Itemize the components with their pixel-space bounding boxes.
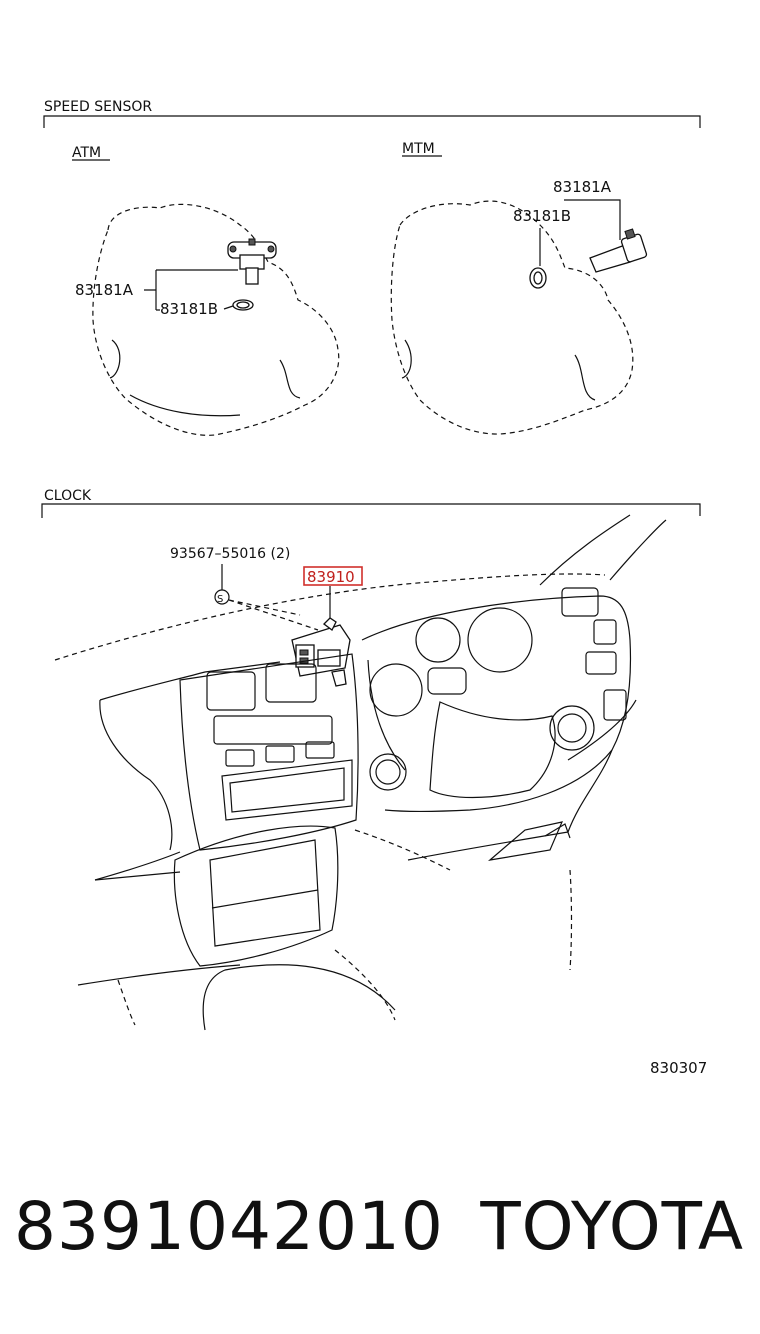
speed-sensor-heading: SPEED SENSOR — [44, 99, 152, 115]
clock-section: CLOCK 93567–55016 (2) S 83910 — [41, 488, 707, 1077]
atm-callout-a: 83181A — [75, 281, 134, 299]
mtm-transmission-drawing — [390, 200, 648, 435]
illustration-code: 830307 — [650, 1059, 707, 1077]
clock-part-drawing — [291, 617, 351, 687]
screw-callout: 93567–55016 (2) — [170, 546, 290, 562]
clock-part-callout: 83910 — [307, 568, 355, 586]
screw-symbol-icon — [214, 589, 230, 605]
atm-callout-b: 83181B — [160, 300, 218, 318]
mtm-heading: MTM — [402, 141, 435, 157]
footer: 8391042010 TOYOTA — [0, 1188, 760, 1278]
dashboard-drawing — [54, 514, 667, 1031]
atm-transmission-drawing — [92, 203, 340, 436]
speed-sensor-bracket — [43, 115, 701, 128]
screw-symbol-label: S — [217, 594, 223, 605]
speed-sensor-section: SPEED SENSOR ATM 83181A 83181B MTM — [43, 99, 701, 436]
parts-diagram: SPEED SENSOR ATM 83181A 83181B MTM — [41, 99, 707, 1077]
clock-heading: CLOCK — [44, 488, 92, 504]
clock-part-highlight-box — [303, 566, 363, 586]
part-number: 8391042010 — [14, 1188, 444, 1265]
brand-name: TOYOTA — [480, 1188, 744, 1265]
mtm-callout-a: 83181A — [553, 178, 612, 196]
atm-heading: ATM — [72, 145, 101, 161]
clock-bracket — [41, 503, 701, 518]
mtm-callout-b: 83181B — [513, 207, 571, 225]
